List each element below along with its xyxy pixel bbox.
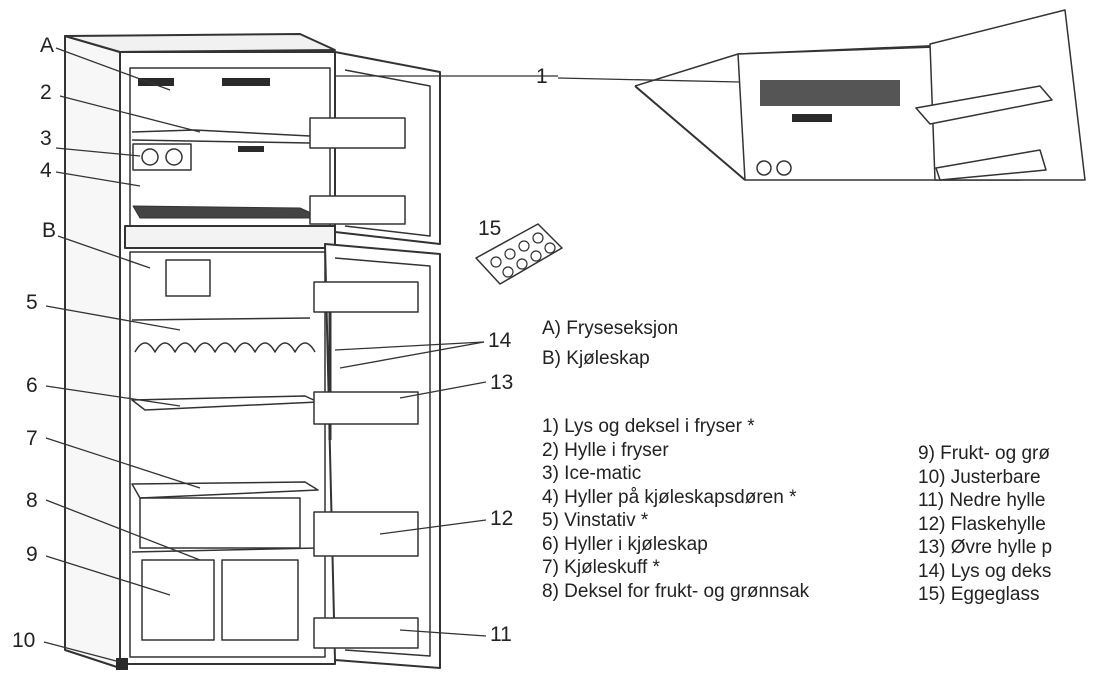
freezer-wire-shelf xyxy=(132,205,323,219)
crisper-right xyxy=(221,559,299,641)
section-fridge: B) Kjøleskap xyxy=(542,348,650,369)
fridge-shelf-1 xyxy=(131,317,311,321)
legend-item-7: 7) Kjøleskuff * xyxy=(542,557,660,578)
legend-item-8: 8) Deksel for frukt- og grønnsak xyxy=(542,580,810,602)
callout-9: 9 xyxy=(26,543,38,566)
callout-11: 11 xyxy=(490,623,512,646)
legend-right: 9) Frukt- og grø 10) Justerbare 11) Nedr… xyxy=(918,443,1093,608)
callout-13: 13 xyxy=(490,371,514,394)
adjustable-foot xyxy=(116,658,128,670)
legend-item-12: 12) Flaskehylle xyxy=(918,513,1046,535)
legend-item-14: 14) Lys og deks xyxy=(918,560,1052,582)
callout-A: A xyxy=(40,34,55,57)
callout-B: B xyxy=(42,219,57,242)
chill-drawer xyxy=(139,497,301,549)
callout-12: 12 xyxy=(490,507,514,530)
callout-2: 2 xyxy=(40,81,52,104)
callout-1: 1 xyxy=(536,65,548,88)
callout-7: 7 xyxy=(26,427,38,450)
egg-tray xyxy=(475,223,563,285)
callout-6: 6 xyxy=(26,374,38,397)
freezer-divider xyxy=(124,225,336,249)
cabinet-left-side xyxy=(64,35,121,669)
callout-10: 10 xyxy=(12,629,36,652)
door-shelf-lower xyxy=(313,617,419,649)
fridge-light-box xyxy=(165,259,211,297)
door-shelf-bottle xyxy=(313,511,419,557)
freezer-closeup xyxy=(634,9,1086,181)
fridge-cavity xyxy=(129,251,326,658)
legend-item-3: 3) Ice-matic xyxy=(542,463,642,484)
freezer-door-shelf-top xyxy=(309,117,406,149)
freezer-shelf xyxy=(131,129,311,137)
legend-item-11: 11) Nedre hylle xyxy=(918,490,1046,511)
legend-left: 1) Lys og deksel i fryser * 2) Hylle i f… xyxy=(542,416,809,604)
callout-3: 3 xyxy=(40,127,52,150)
door-shelf-middle xyxy=(313,391,419,425)
legend-item-4: 4) Hyller på kjøleskapsdøren * xyxy=(542,486,797,508)
section-freezer: A) Fryseseksjon xyxy=(542,318,679,339)
section-legend: A) Fryseseksjon B) Kjøleskap xyxy=(542,318,678,378)
callout-15: 15 xyxy=(478,217,502,240)
legend-item-1: 1) Lys og deksel i fryser * xyxy=(542,416,755,437)
crisper-left xyxy=(141,559,215,641)
fridge-drawer-cover xyxy=(131,481,319,499)
callout-14: 14 xyxy=(488,329,512,352)
freezer-light-1 xyxy=(138,78,174,86)
legend-item-5: 5) Vinstativ * xyxy=(542,510,649,531)
legend-item-10: 10) Justerbare xyxy=(918,466,1041,488)
wine-rack xyxy=(134,342,316,353)
legend-item-6: 6) Hyller i kjøleskap xyxy=(542,533,708,555)
legend-item-15: 15) Eggeglass xyxy=(918,584,1040,605)
cabinet-top xyxy=(64,33,336,53)
callout-4: 4 xyxy=(40,159,52,182)
legend-item-2: 2) Hylle i fryser xyxy=(542,439,669,461)
callout-5: 5 xyxy=(26,291,38,314)
legend-item-9: 9) Frukt- og grø xyxy=(918,443,1050,464)
freezer-light-2 xyxy=(222,78,270,86)
door-shelf-upper xyxy=(313,281,419,313)
freezer-door-shelf-bottom xyxy=(309,195,406,225)
legend-item-13: 13) Øvre hylle p xyxy=(918,537,1053,558)
callout-8: 8 xyxy=(26,489,38,512)
